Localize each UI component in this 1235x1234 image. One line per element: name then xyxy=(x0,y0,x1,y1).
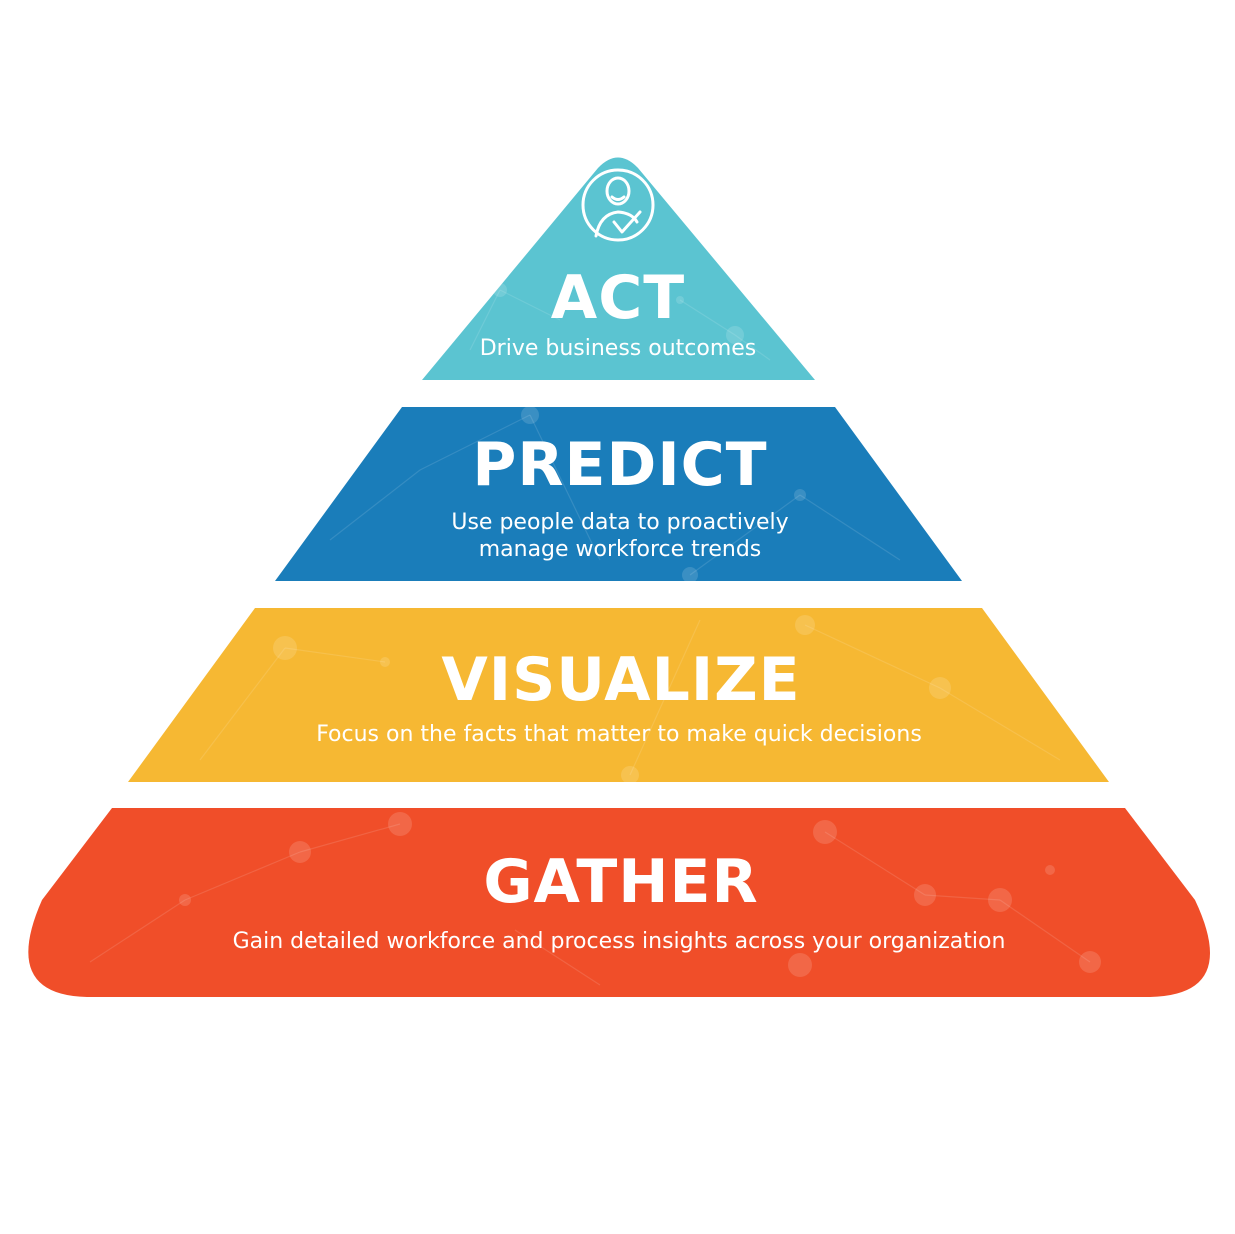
tier-visualize-network-pattern xyxy=(199,615,1061,784)
tier-visualize-shape xyxy=(128,608,1109,782)
tier-predict: PREDICT Use people data to proactively m… xyxy=(275,406,962,583)
tier-act: ACT Drive business outcomes xyxy=(422,157,815,380)
tier-act-shape xyxy=(422,157,815,380)
tier-gather: GATHER Gain detailed workforce and proce… xyxy=(28,808,1211,997)
tier-gather-title: GATHER xyxy=(483,847,758,917)
tier-predict-title: PREDICT xyxy=(472,430,767,500)
tier-act-network-pattern xyxy=(469,283,771,361)
tier-predict-network-pattern xyxy=(329,406,901,583)
tier-predict-description-line-2: manage workforce trends xyxy=(479,537,762,562)
tier-gather-network-pattern xyxy=(89,812,1101,986)
person-check-icon xyxy=(581,168,655,242)
tier-act-title: ACT xyxy=(551,263,685,333)
tier-predict-shape xyxy=(275,407,962,581)
tier-gather-description: Gain detailed workforce and process insi… xyxy=(233,929,1006,954)
tier-gather-shape xyxy=(28,808,1211,997)
tier-act-description: Drive business outcomes xyxy=(480,336,757,361)
tier-visualize: VISUALIZE Focus on the facts that matter… xyxy=(128,608,1109,784)
tier-predict-description-line-1: Use people data to proactively xyxy=(451,510,788,535)
tier-visualize-title: VISUALIZE xyxy=(441,645,800,715)
tier-visualize-description: Focus on the facts that matter to make q… xyxy=(316,722,922,747)
